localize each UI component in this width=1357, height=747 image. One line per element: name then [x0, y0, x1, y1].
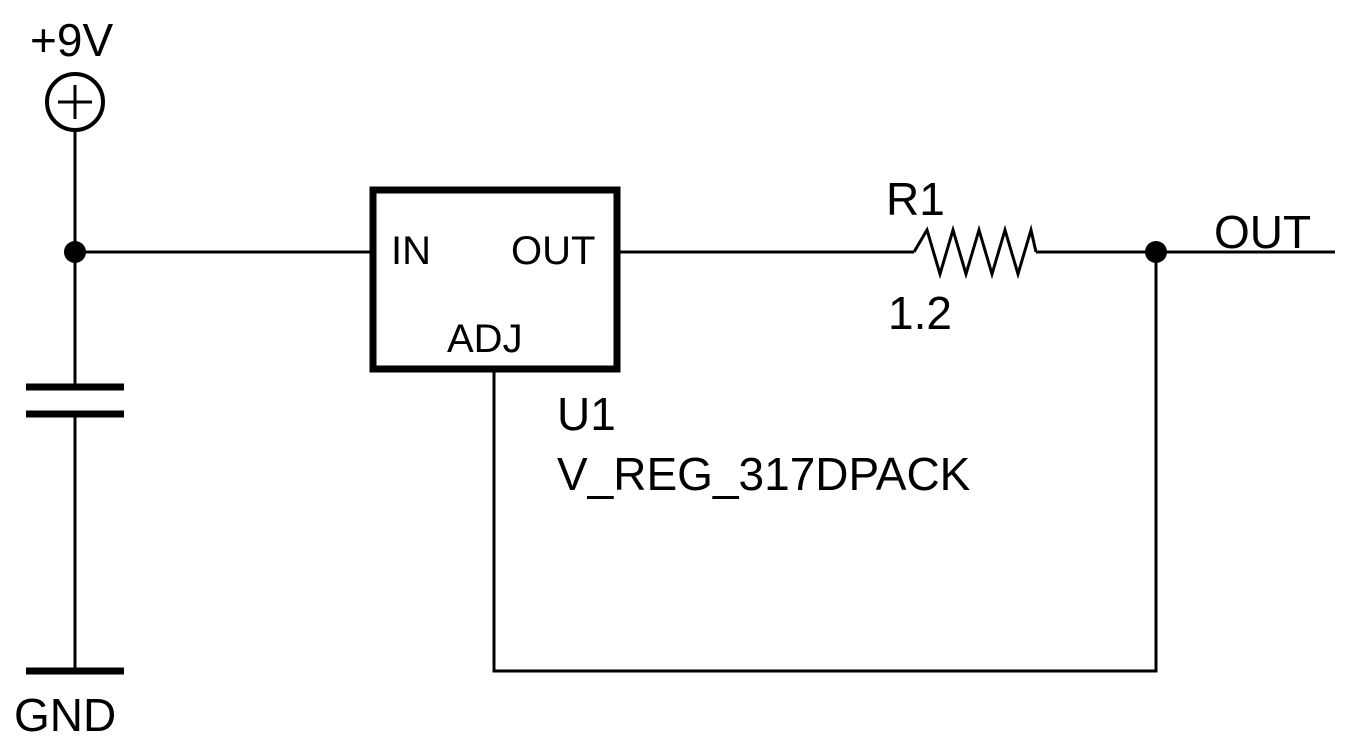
regulator-part-name: V_REG_317DPACK	[557, 448, 971, 500]
regulator-pin-out-label: OUT	[511, 229, 595, 273]
regulator-pin-in-label: IN	[391, 229, 431, 273]
regulator-pin-adj-label: ADJ	[447, 317, 523, 361]
resistor-value: 1.2	[888, 287, 952, 339]
resistor-zigzag	[912, 224, 1038, 280]
ground-label: GND	[14, 689, 116, 741]
supply-symbol: +9V	[30, 14, 113, 132]
resistor-refdes: R1	[886, 173, 945, 225]
supply-label: +9V	[30, 14, 113, 66]
output-net-label: OUT	[1214, 206, 1311, 258]
regulator-u1: IN OUT ADJ U1 V_REG_317DPACK	[369, 186, 971, 500]
resistor-r1: R1 1.2	[886, 173, 1038, 339]
wire-adj-feedback	[492, 252, 1158, 673]
regulator-refdes: U1	[557, 388, 616, 440]
capacitor-symbol	[26, 383, 124, 418]
ground-symbol: GND	[14, 667, 124, 741]
